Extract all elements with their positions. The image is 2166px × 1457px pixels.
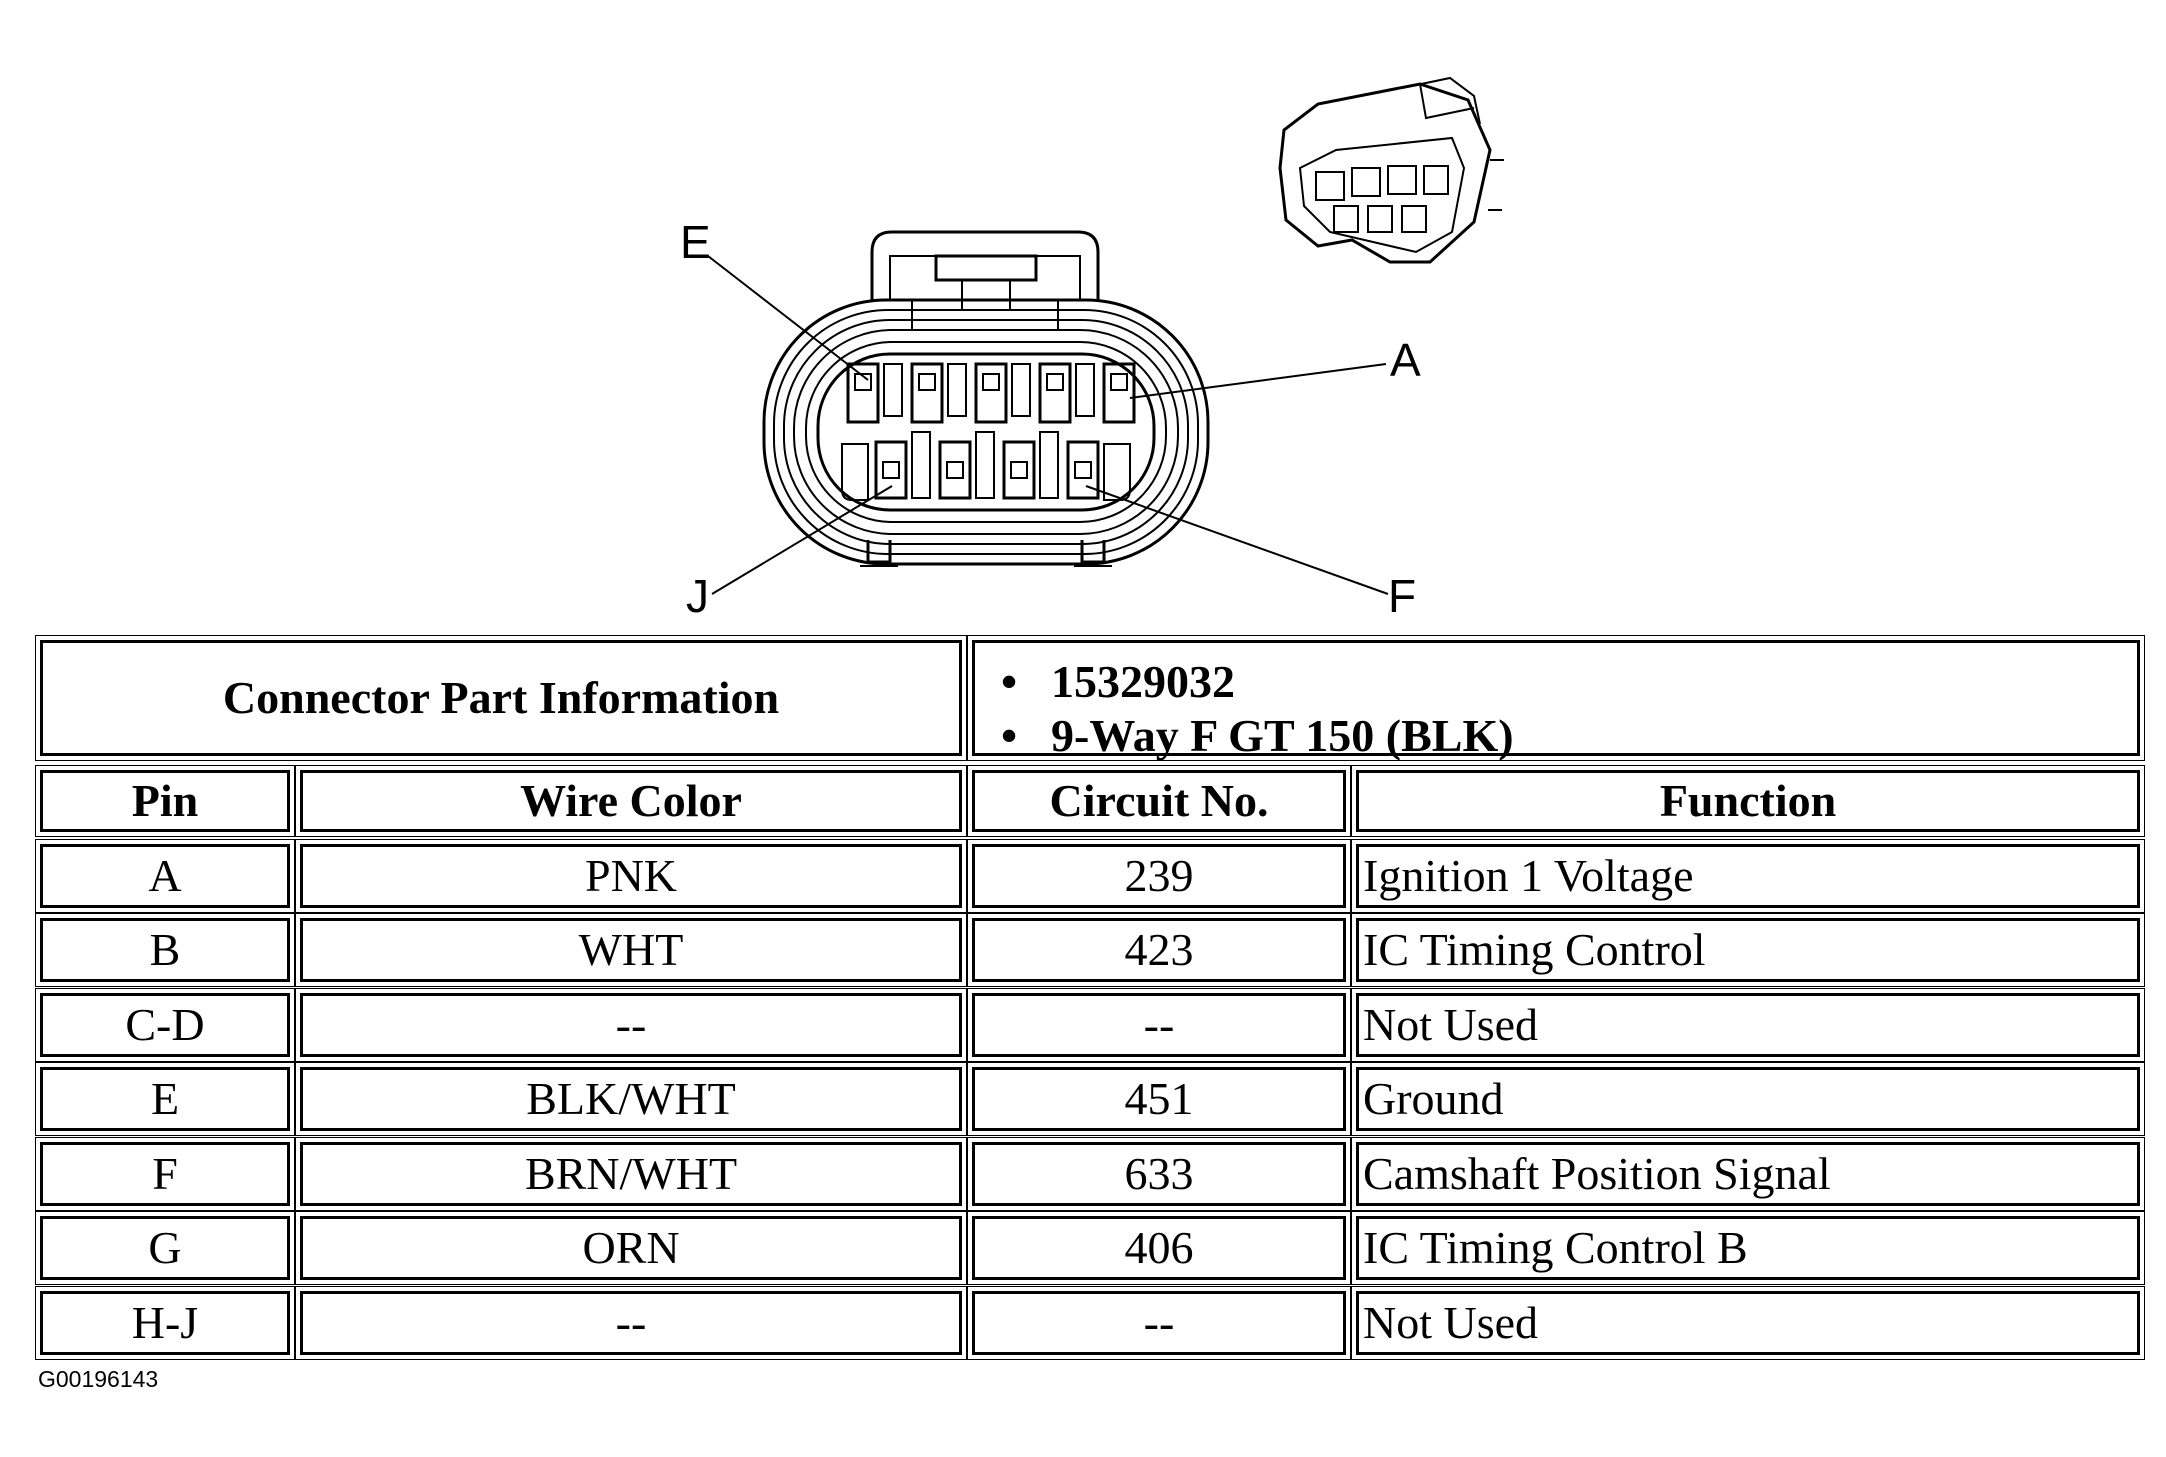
leader-lines — [707, 255, 1389, 595]
table-row-pin: A — [35, 839, 295, 913]
table-row-pin: H-J — [35, 1286, 295, 1360]
table-row-circuit: 423 — [967, 913, 1351, 987]
table-row-wire-color: ORN — [295, 1211, 967, 1285]
pin-label-e: E — [680, 216, 711, 268]
connector-part-number: 15329032 — [1001, 655, 1514, 709]
table-row-circuit: 451 — [967, 1062, 1351, 1136]
connector-info-label: Connector Part Information — [35, 635, 967, 761]
table-row-function: IC Timing Control — [1351, 913, 2145, 987]
table-row-circuit: -- — [967, 988, 1351, 1062]
connector-latch — [870, 230, 1100, 330]
table-row-function: Not Used — [1351, 988, 2145, 1062]
leader-line-j — [711, 485, 893, 595]
table-row-circuit: 633 — [967, 1137, 1351, 1211]
table-row-circuit: 406 — [967, 1211, 1351, 1285]
table-row-wire-color: BLK/WHT — [295, 1062, 967, 1136]
connector-type: 9-Way F GT 150 (BLK) — [1001, 709, 1514, 763]
table-row-wire-color: -- — [295, 988, 967, 1062]
table-row-function: Not Used — [1351, 1286, 2145, 1360]
table-row-pin: G — [35, 1211, 295, 1285]
col-header-pin: Pin — [35, 765, 295, 837]
col-header-circuit-no: Circuit No. — [967, 765, 1351, 837]
connector-diagram: E A J F — [680, 76, 1504, 620]
leader-line-a — [1129, 363, 1387, 399]
table-row-wire-color: -- — [295, 1286, 967, 1360]
table-row-wire-color: WHT — [295, 913, 967, 987]
table-row-wire-color: BRN/WHT — [295, 1137, 967, 1211]
table-row-circuit: -- — [967, 1286, 1351, 1360]
table-row-function: IC Timing Control B — [1351, 1211, 2145, 1285]
table-row-pin: C-D — [35, 988, 295, 1062]
connector-info-label-text: Connector Part Information — [222, 672, 780, 723]
col-header-function: Function — [1351, 765, 2145, 837]
figure-id: G00196143 — [38, 1366, 159, 1392]
table-row-circuit: 239 — [967, 839, 1351, 913]
bottom-row-cavities — [841, 431, 1131, 501]
top-row-cavities — [846, 362, 1136, 424]
table-row-function: Ignition 1 Voltage — [1351, 839, 2145, 913]
table-row-function: Camshaft Position Signal — [1351, 1137, 2145, 1211]
leader-line-f — [1085, 485, 1389, 595]
pin-label-f: F — [1388, 570, 1416, 620]
table-row-pin: E — [35, 1062, 295, 1136]
col-header-wire-color: Wire Color — [295, 765, 967, 837]
pin-label-j: J — [686, 570, 709, 620]
table-row-wire-color: PNK — [295, 839, 967, 913]
table-row-pin: B — [35, 913, 295, 987]
table-row-function: Ground — [1351, 1062, 2145, 1136]
connector-info-list: 15329032 9-Way F GT 150 (BLK) — [967, 635, 2145, 763]
pin-label-a: A — [1390, 334, 1421, 386]
table-row-pin: F — [35, 1137, 295, 1211]
connector-3d-view-icon — [1278, 76, 1504, 264]
leader-line-e — [707, 255, 869, 381]
bottom-tabs — [860, 540, 1112, 567]
